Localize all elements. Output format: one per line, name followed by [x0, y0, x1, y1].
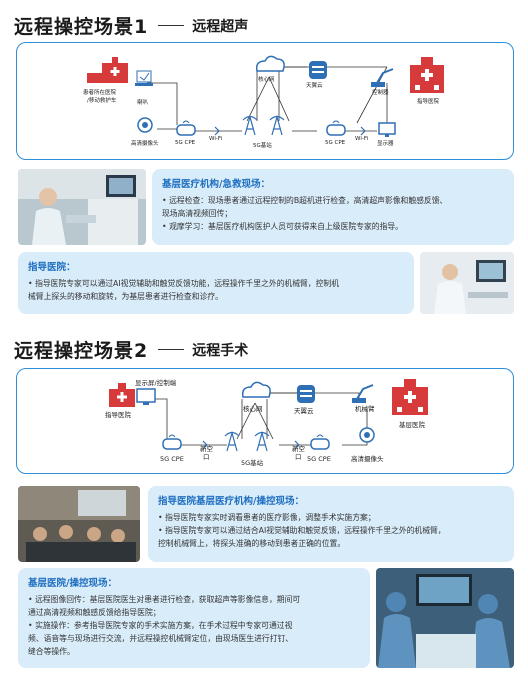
display-icon [378, 122, 396, 137]
cloud-server-icon [309, 61, 327, 79]
label-base-left: 5G基站 [253, 143, 272, 149]
label-wifi-left: Wi-Fi [209, 136, 223, 142]
section1-panel-base: 基层医疗机构/急救现场： • 远程检查：现场患者通过远程控制的B超机进行检查，高… [152, 169, 514, 245]
label-router-left-2: 口 [203, 453, 210, 461]
panel-item: • 指导医院专家实时调看患者的医疗影像，调整手术实施方案； [158, 513, 376, 522]
section2-title: 远程操控场景2 远程手术 [14, 336, 248, 363]
label-mic: 喇叭 [137, 100, 149, 106]
label-camera: 高清摄像头 [351, 455, 384, 463]
guide-hospital-icon [410, 57, 444, 93]
label-cpe-right: 5G CPE [307, 455, 331, 463]
panel-item: 控制机械臂上，将探头准确的移动到患者正确的位置。 [158, 539, 346, 548]
label-base-station: 5G基站 [241, 459, 264, 467]
cloud-server-icon [297, 385, 315, 403]
label-display: 显示器 [377, 141, 394, 147]
panel-item: • 远程检查：现场患者通过远程控制的B超机进行检查，高清超声影像和触感反馈、 [162, 196, 448, 205]
panel-item: • 指导医院专家可以通过结合AI视觉辅助和触觉反馈，远程操作千里之外的机械臂， [158, 526, 446, 535]
panel-item: 械臂上探头的移动和旋转，为基层患者进行检查和诊疗。 [28, 292, 223, 301]
label-guide-hospital: 指导医院 [417, 99, 440, 105]
hospital-icon [87, 57, 128, 83]
label-controller: 控制器 [372, 90, 389, 96]
label-base-hospital: 基层医院 [399, 421, 425, 429]
label-core: 核心网 [258, 77, 275, 83]
camera-icon [137, 117, 153, 133]
doctor-control-photo [420, 252, 514, 314]
tower-left-icon [242, 114, 258, 136]
label-screen: 显示屏/控制端 [135, 379, 177, 387]
panel-heading: 基层医院/操控现场： [28, 578, 117, 589]
label-guide-hospital: 指导医院 [105, 411, 131, 419]
label-wifi-right: Wi-Fi [355, 136, 369, 142]
diagram1-lines [87, 55, 444, 137]
camera-icon [359, 427, 375, 443]
title-dash [158, 24, 185, 27]
tower-right-icon [254, 430, 270, 452]
diagram2-lines [109, 379, 428, 452]
label-cloud: 天翼云 [306, 83, 323, 89]
title-dash [158, 348, 185, 351]
cpe-left-icon [176, 120, 196, 136]
label-patient-hospital: 患者所在医院 [83, 90, 117, 96]
workstation-icon [135, 70, 153, 86]
section1-heading: 远程操控场景1 [14, 16, 149, 38]
label-camera: 高清摄像头 [131, 141, 159, 147]
wifi-left-icon [214, 126, 220, 136]
core-network-icon [241, 381, 271, 398]
label-cpe-left: 5G CPE [160, 455, 184, 463]
cpe-right-icon [310, 434, 330, 450]
panel-item: • 实施操作：参考指导医院专家的手术实施方案，在手术过程中专家可通过视 [28, 621, 293, 630]
panel-item: • 观摩学习：基层医疗机构医护人员可获得来自上级医院专家的指导。 [162, 222, 403, 231]
conference-photo [18, 486, 140, 562]
surgery-photo [376, 568, 514, 668]
router-right-icon [294, 440, 300, 450]
wifi-right-icon [360, 126, 366, 136]
label-cpe-left: 5G CPE [175, 140, 196, 146]
panel-item: • 指导医院专家可以通过AI视觉辅助和触觉反馈功能，远程操作千里之外的机械臂，控… [28, 279, 339, 288]
section1-title: 远程操控场景1 远程超声 [14, 12, 248, 39]
panel-heading: 指导医院基层医疗机构/操控现场： [158, 496, 304, 507]
panel-item: 缝合等操作。 [28, 647, 75, 656]
section1-network-diagram: 患者所在医院 /移动救护车 喇叭 高清摄像头 5G CPE Wi-Fi 5G基站… [16, 42, 514, 160]
label-core: 核心网 [243, 405, 263, 413]
base-hospital-icon [392, 379, 428, 415]
tower-right-icon [269, 114, 285, 136]
ultrasound-room-photo [18, 169, 146, 245]
cpe-left-icon [162, 434, 182, 450]
label-cpe-right: 5G CPE [325, 140, 346, 146]
cpe-right-icon [326, 120, 346, 136]
section1-panel-guide: 指导医院： • 指导医院专家可以通过AI视觉辅助和触觉反馈功能，远程操作千里之外… [18, 252, 414, 314]
section2-panel-base: 基层医院/操控现场： • 远程图像回传：基层医院医生对患者进行检查，获取超声等影… [18, 568, 370, 668]
tower-left-icon [224, 430, 240, 452]
router-left-icon [202, 440, 208, 450]
panel-heading: 基层医疗机构/急救现场： [162, 179, 270, 190]
label-router-right-2: 口 [295, 453, 302, 461]
label-router-right: 新空 [292, 445, 305, 453]
robot-arm-icon [352, 384, 374, 403]
panel-item: 现场高清视频回传； [162, 209, 233, 218]
panel-item: 通过高清视频和触感反馈给指导医院； [28, 608, 161, 617]
section2-subtitle: 远程手术 [192, 342, 249, 359]
section2-panel-guide: 指导医院基层医疗机构/操控现场： • 指导医院专家实时调看患者的医疗影像，调整手… [148, 486, 514, 562]
robot-arm-icon [371, 68, 394, 87]
monitor-icon [136, 388, 156, 405]
panel-heading: 指导医院： [28, 262, 76, 273]
guide-hospital-icon [109, 383, 135, 407]
panel-item: • 远程图像回传：基层医院医生对患者进行检查，获取超声等影像信息，期间可 [28, 595, 301, 604]
label-ambulance: /移动救护车 [87, 98, 117, 104]
section1-subtitle: 远程超声 [192, 18, 249, 35]
core-network-icon [255, 55, 285, 72]
label-arm: 机械臂 [355, 405, 375, 413]
section2-network-diagram: 显示屏/控制端 指导医院 核心网 天翼云 机械臂 基层医院 5G CPE 新空 … [16, 368, 514, 474]
label-router-left: 新空 [200, 445, 213, 453]
section2-heading: 远程操控场景2 [14, 340, 149, 362]
label-cloud: 天翼云 [294, 407, 314, 415]
panel-item: 频、语音等与现场进行交流，并远程操控机械臂定位，由现场医生进行打钉、 [28, 634, 294, 643]
